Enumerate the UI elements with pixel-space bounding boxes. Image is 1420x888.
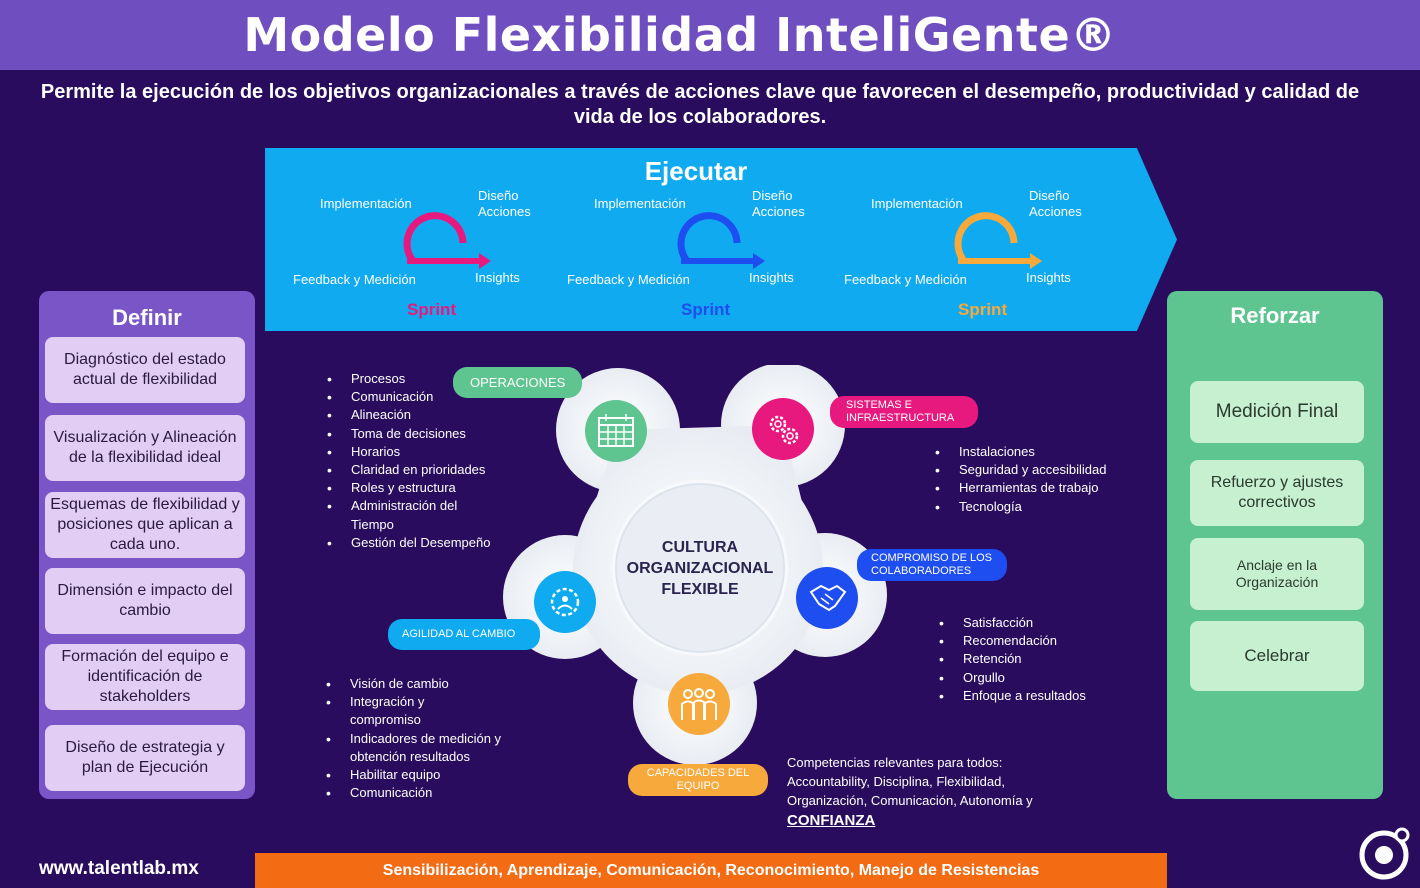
calendar-icon bbox=[585, 400, 647, 462]
list-item: Enfoque a resultados bbox=[937, 687, 1117, 705]
sprint-diseno: Diseño Acciones bbox=[752, 188, 805, 219]
sprint-insights: Insights bbox=[749, 270, 794, 285]
definir-panel: Definir Diagnóstico del estado actual de… bbox=[39, 291, 255, 799]
ejecutar-title: Ejecutar bbox=[644, 156, 748, 186]
list-item: Herramientas de trabajo bbox=[933, 479, 1133, 497]
sprint-cycle-icon bbox=[677, 212, 765, 269]
list-item: Instalaciones bbox=[933, 443, 1133, 461]
list-item: Orgullo bbox=[937, 669, 1117, 687]
center-culture-circle: CULTURA ORGANIZACIONAL FLEXIBLE bbox=[612, 480, 788, 656]
handshake-icon bbox=[796, 567, 858, 629]
sprint-feedback: Feedback y Medición bbox=[567, 272, 690, 287]
definir-item: Formación del equipo e identificación de… bbox=[45, 644, 245, 710]
sprint-1: Implementación Diseño Acciones Feedback … bbox=[265, 148, 535, 331]
sprint-implementacion: Implementación bbox=[594, 196, 686, 211]
list-item: Visión de cambio bbox=[324, 675, 524, 693]
gear-people-icon bbox=[534, 571, 596, 633]
operaciones-list: Procesos Comunicación Alineación Toma de… bbox=[325, 370, 525, 552]
list-item: Claridad en prioridades bbox=[325, 461, 525, 479]
list-item: Retención bbox=[937, 650, 1117, 668]
reforzar-item: Celebrar bbox=[1190, 621, 1364, 691]
sprint-diseno: Diseño Acciones bbox=[1029, 188, 1082, 219]
sprint-implementacion: Implementación bbox=[871, 196, 963, 211]
sprint-cycle-icon bbox=[403, 212, 491, 269]
list-item: Toma de decisiones bbox=[325, 425, 525, 443]
sprint-feedback: Feedback y Medición bbox=[293, 272, 416, 287]
definir-item: Esquemas de flexibilidad y posiciones qu… bbox=[45, 492, 245, 558]
list-item: Recomendación bbox=[937, 632, 1117, 650]
reforzar-item: Refuerzo y ajustes correctivos bbox=[1190, 460, 1364, 526]
list-item: Gestión del Desempeño bbox=[325, 534, 525, 552]
competencias-text: Competencias relevantes para todos: Acco… bbox=[787, 753, 1087, 830]
sprint-cycle-icon bbox=[954, 212, 1042, 269]
reforzar-item: Anclaje en la Organización bbox=[1190, 538, 1364, 610]
sprint-2: Implementación Diseño Acciones Feedback … bbox=[539, 148, 809, 331]
page-title: Modelo Flexibilidad InteliGente® bbox=[243, 8, 1117, 62]
sprint-name: Sprint bbox=[681, 300, 731, 319]
subtitle: Permite la ejecución de los objetivos or… bbox=[40, 81, 1360, 128]
gears-icon bbox=[752, 398, 814, 460]
list-item: Comunicación bbox=[324, 784, 524, 802]
team-icon bbox=[668, 673, 730, 735]
sistemas-pill: SISTEMAS E INFRAESTRUCTURA bbox=[830, 396, 978, 428]
list-item: Procesos bbox=[325, 370, 525, 388]
talentlab-logo-icon bbox=[1359, 827, 1410, 880]
sprint-insights: Insights bbox=[1026, 270, 1071, 285]
definir-item: Diagnóstico del estado actual de flexibi… bbox=[45, 337, 245, 403]
competencias-highlight: CONFIANZA bbox=[787, 812, 876, 829]
list-item: Integración y compromiso bbox=[324, 693, 454, 729]
definir-title: Definir bbox=[112, 305, 182, 330]
sprint-name: Sprint bbox=[958, 300, 1008, 319]
reforzar-title: Reforzar bbox=[1230, 303, 1320, 328]
sprint-insights: Insights bbox=[475, 270, 520, 285]
sprint-diseno: Diseño Acciones bbox=[478, 188, 531, 219]
definir-item: Visualización y Alineación de la flexibi… bbox=[45, 415, 245, 481]
definir-item: Dimensión e impacto del cambio bbox=[45, 568, 245, 634]
definir-item: Diseño de estrategia y plan de Ejecución bbox=[45, 725, 245, 791]
reforzar-panel: Reforzar Medición Final Refuerzo y ajust… bbox=[1167, 291, 1383, 799]
reforzar-item: Medición Final bbox=[1190, 381, 1364, 443]
center-label: CULTURA ORGANIZACIONAL FLEXIBLE bbox=[626, 538, 774, 598]
sprint-implementacion: Implementación bbox=[320, 196, 412, 211]
list-item: Administración del Tiempo bbox=[325, 497, 485, 533]
website-link[interactable]: www.talentlab.mx bbox=[39, 858, 199, 879]
capacidades-pill: CAPACIDADES DEL EQUIPO bbox=[628, 764, 768, 796]
list-item: Habilitar equipo bbox=[324, 766, 524, 784]
sprint-3: Implementación Diseño Acciones Feedback … bbox=[816, 148, 1086, 331]
compromiso-pill: COMPROMISO DE LOS COLABORADORES bbox=[857, 549, 1007, 581]
list-item: Tecnología bbox=[933, 498, 1133, 516]
list-item: Horarios bbox=[325, 443, 525, 461]
list-item: Indicadores de medición y obtención resu… bbox=[324, 730, 514, 766]
list-item: Alineación bbox=[325, 406, 525, 424]
sistemas-list: Instalaciones Seguridad y accesibilidad … bbox=[933, 443, 1133, 516]
bottom-bar: Sensibilización, Aprendizaje, Comunicaci… bbox=[255, 853, 1167, 888]
sprint-feedback: Feedback y Medición bbox=[844, 272, 967, 287]
title-bar: Modelo Flexibilidad InteliGente® bbox=[0, 0, 1420, 70]
sprint-name: Sprint bbox=[407, 300, 457, 319]
list-item: Seguridad y accesibilidad bbox=[933, 461, 1133, 479]
compromiso-list: Satisfacción Recomendación Retención Org… bbox=[937, 614, 1117, 705]
ejecutar-arrow: Ejecutar Implementación Diseño Acciones … bbox=[265, 148, 1177, 331]
agilidad-pill: AGILIDAD AL CAMBIO bbox=[388, 619, 540, 650]
list-item: Comunicación bbox=[325, 388, 525, 406]
competencias-body: Competencias relevantes para todos: Acco… bbox=[787, 755, 1033, 808]
list-item: Roles y estructura bbox=[325, 479, 525, 497]
agilidad-list: Visión de cambio Integración y compromis… bbox=[324, 675, 524, 803]
list-item: Satisfacción bbox=[937, 614, 1117, 632]
